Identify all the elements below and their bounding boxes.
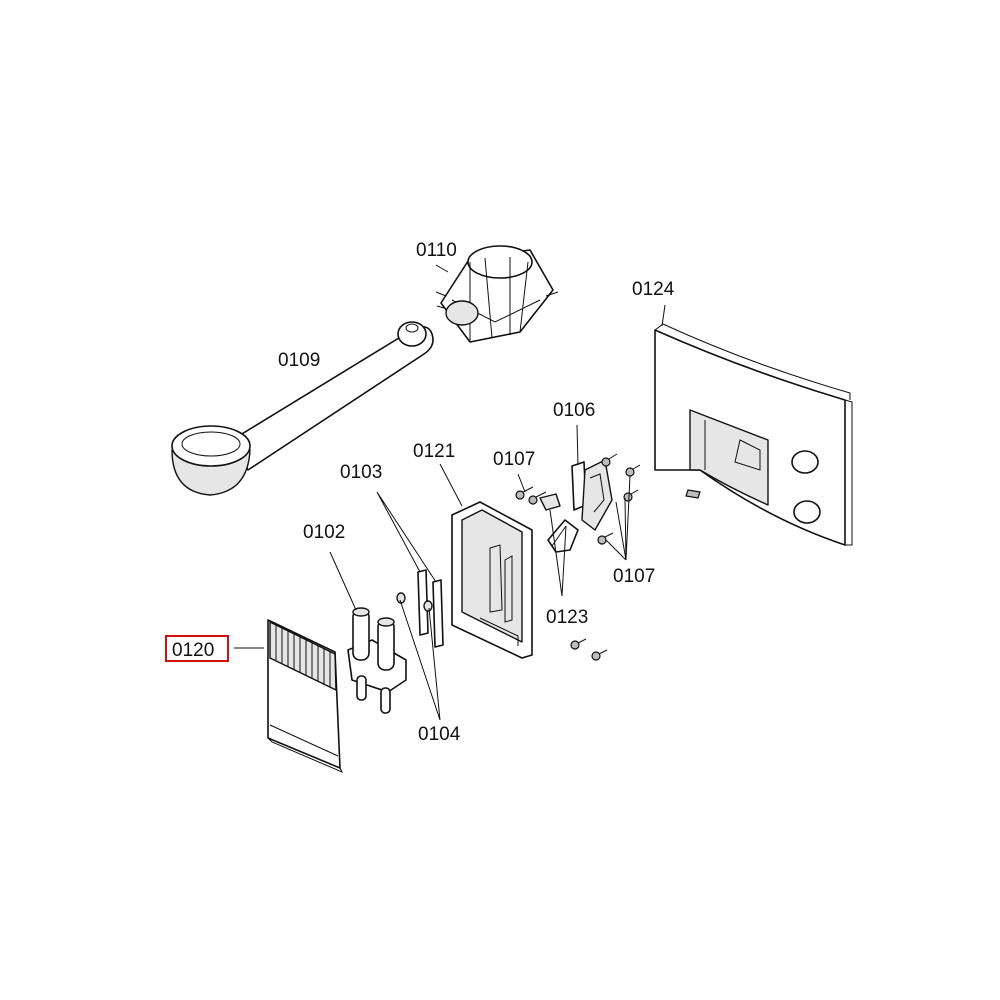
part-0124-front-panel[interactable] — [654, 323, 853, 546]
label-0104: 0104 — [418, 724, 461, 745]
label-0107-top: 0107 — [493, 449, 535, 470]
part-0110-funnel-insert[interactable] — [435, 245, 559, 343]
label-0109: 0109 — [278, 350, 320, 371]
label-0103: 0103 — [340, 462, 382, 483]
label-0110: 0110 — [416, 240, 457, 261]
label-0102: 0102 — [303, 522, 345, 543]
part-0106-latch[interactable] — [571, 459, 613, 531]
label-0106: 0106 — [553, 400, 595, 421]
part-0103-seal-strips[interactable] — [417, 569, 444, 648]
part-0102-nozzle[interactable] — [347, 607, 407, 714]
leader-lines — [234, 264, 666, 721]
part-0120-front-cover[interactable] — [267, 619, 344, 773]
label-0123: 0123 — [546, 607, 588, 628]
label-0121: 0121 — [413, 441, 455, 462]
part-0109-measuring-spoon[interactable] — [171, 321, 434, 496]
label-0124: 0124 — [632, 279, 675, 300]
label-0120: 0120 — [172, 640, 214, 661]
part-0121-housing[interactable] — [451, 501, 533, 659]
part-0123-clip[interactable] — [539, 493, 579, 553]
highlight-box — [165, 635, 229, 662]
label-0107-bottom: 0107 — [613, 566, 655, 587]
